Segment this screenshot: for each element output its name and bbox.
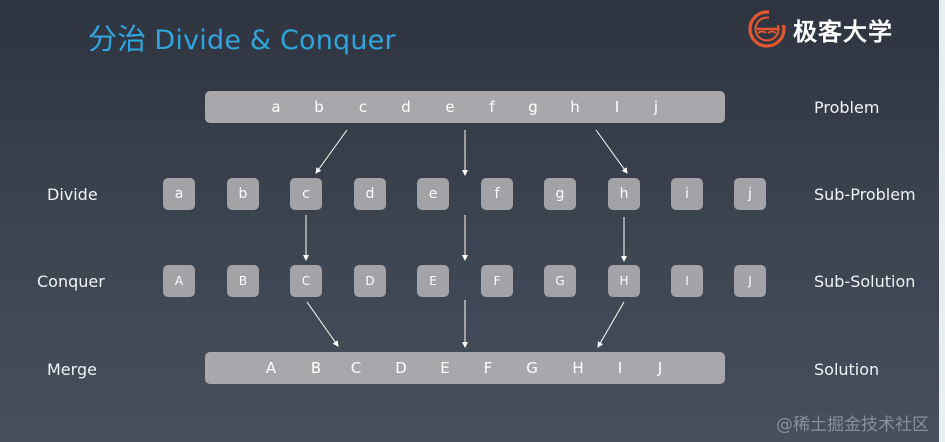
problem-item: g — [528, 98, 538, 116]
solution-bar: A B C D E F G H I J — [205, 352, 725, 384]
sub-problem-box: a — [163, 178, 195, 210]
solution-item: D — [395, 359, 407, 377]
solution-item: F — [483, 359, 493, 377]
sub-solution-box: B — [227, 265, 259, 297]
sub-problem-box: h — [608, 178, 640, 210]
sub-solution-box: E — [417, 265, 449, 297]
sub-problem-box: e — [417, 178, 449, 210]
solution-item: J — [657, 359, 663, 377]
solution-item: G — [526, 359, 538, 377]
solution-label: Solution — [814, 360, 880, 379]
sub-problem-box: g — [544, 178, 576, 210]
solution-item: A — [265, 359, 277, 377]
brand-name: 极客大学 — [793, 17, 893, 46]
sub-solution-box: I — [671, 265, 703, 297]
arrow-divide-right — [595, 129, 628, 174]
sub-solution-box: C — [290, 265, 322, 297]
sub-solution-box: F — [481, 265, 513, 297]
right-edge-strip — [939, 0, 945, 442]
merge-row-label: Merge — [47, 360, 97, 379]
sub-solution-box: H — [608, 265, 640, 297]
sub-problem-box: f — [481, 178, 513, 210]
problem-item: c — [358, 98, 368, 116]
arrow-divide-left — [315, 129, 348, 174]
problem-item: f — [489, 98, 495, 116]
solution-item: I — [617, 359, 623, 377]
problem-label: Problem — [814, 98, 880, 117]
problem-item: d — [401, 98, 411, 116]
sub-solution-label: Sub-Solution — [814, 272, 916, 291]
conquer-row-label: Conquer — [37, 272, 105, 291]
sub-problem-box: d — [354, 178, 386, 210]
title-english: Divide & Conquer — [154, 25, 396, 56]
sub-solution-box: D — [354, 265, 386, 297]
title-chinese: 分治 — [88, 22, 147, 56]
problem-item: b — [314, 98, 324, 116]
sub-problem-box: i — [671, 178, 703, 210]
solution-item: E — [440, 359, 450, 377]
solution-item: B — [310, 359, 322, 377]
problem-item: a — [271, 98, 281, 116]
problem-item: I — [614, 98, 620, 116]
geekbang-g-logo-icon — [748, 10, 786, 48]
sub-problem-box: b — [227, 178, 259, 210]
arrow-merge-left — [306, 301, 339, 347]
divide-row-label: Divide — [47, 185, 98, 204]
sub-solution-box: G — [544, 265, 576, 297]
solution-item: C — [350, 359, 362, 377]
sub-solution-box: J — [734, 265, 766, 297]
brand-logo: 极客大学 — [747, 9, 893, 49]
problem-item: j — [653, 98, 659, 116]
watermark: @稀土掘金技术社区 — [776, 415, 929, 435]
arrow-merge-right — [597, 301, 625, 348]
problem-item: h — [570, 98, 580, 116]
sub-problem-label: Sub-Problem — [814, 185, 916, 204]
problem-item: e — [445, 98, 455, 116]
solution-item: H — [572, 359, 584, 377]
sub-problem-box: c — [290, 178, 322, 210]
problem-bar: a b c d e f g h I j — [205, 91, 725, 123]
sub-solution-box: A — [163, 265, 195, 297]
sub-problem-box: j — [734, 178, 766, 210]
